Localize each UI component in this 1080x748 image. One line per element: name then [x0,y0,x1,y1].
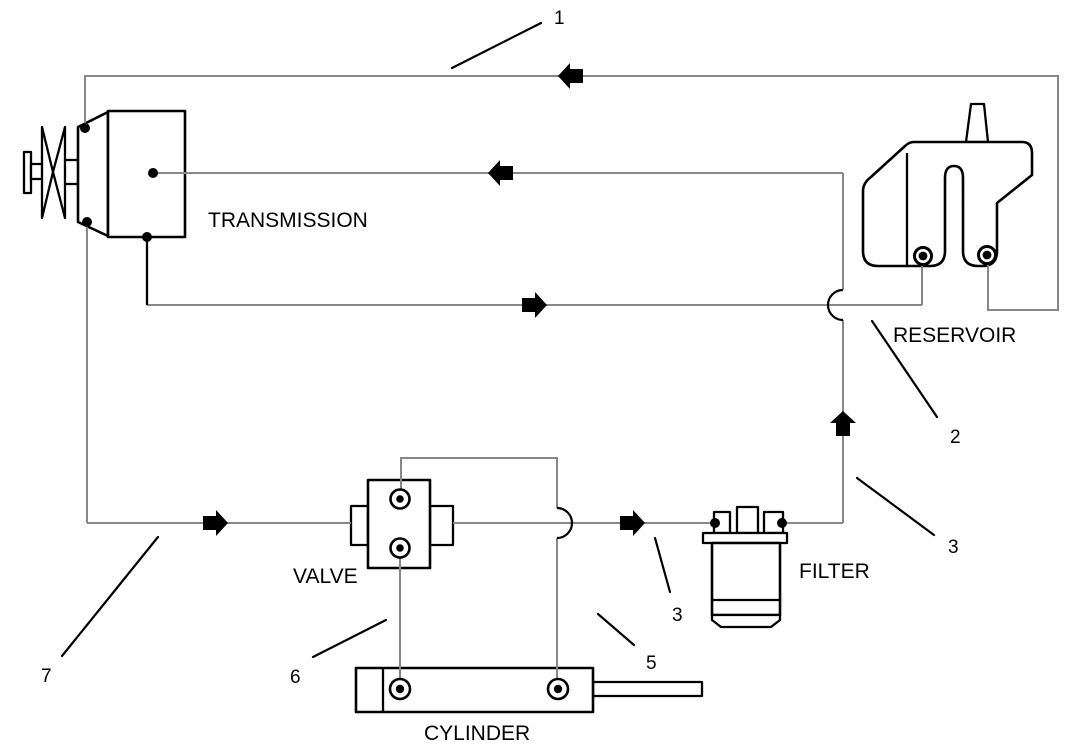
callout-number-2: 2 [950,427,961,448]
port-dot [710,518,720,528]
callout-number-5: 5 [646,653,657,674]
line-hops [556,288,844,540]
cylinder-rod [591,680,704,698]
port-dot [80,123,90,133]
filter-flange [701,531,789,545]
reservoir-label: RESERVOIR [893,324,1016,347]
pulley-sheave-left [40,125,55,220]
reservoir-filler-neck [964,102,990,144]
port-dot [777,518,787,528]
reservoir-port-dot [918,251,928,261]
cylinder-port-dot [553,684,563,694]
filter-symbol [701,505,789,629]
reservoir-symbol [861,102,1034,268]
callout-leader-3-left [653,536,672,594]
flow-arrow-right-icon [522,292,547,318]
callout-leader-2 [870,319,939,419]
callout-number-3-right: 3 [948,537,959,558]
callout-number-3-left: 3 [672,605,683,626]
flow-arrows [203,63,856,536]
flow-arrow-up-icon [830,411,856,436]
filter-label: FILTER [799,560,870,583]
callout-leader-3-right [855,476,936,537]
valve-label: VALVE [293,565,358,588]
callout-leader-7 [60,535,160,658]
callout-number-7: 7 [41,666,52,687]
valve-left-port-tab [349,504,370,547]
flow-arrow-right-icon [620,510,645,536]
port-dot [82,217,92,227]
hose-transmission-to-valve [86,222,351,524]
filter-crown-post-center [735,505,760,535]
valve-port-dot [396,544,404,552]
labels: TRANSMISSION RESERVOIR VALVE FILTER CYLI… [41,8,1016,745]
valve-port-dot [396,495,404,503]
pulley-sheave-right [51,125,67,220]
callout-leader-1 [450,21,543,70]
line-hop-arc-right [556,506,574,540]
pulley-hub-lines [65,158,78,186]
flow-arrow-left-icon [558,63,583,89]
port-dot [142,232,152,242]
filter-body [710,541,782,617]
cylinder-port-dot [395,684,405,694]
callout-leader-5 [596,612,636,647]
flow-arrow-right-icon [203,510,228,536]
reservoir-body [861,140,1034,268]
callout-number-1: 1 [554,8,565,29]
flow-arrow-left-icon [488,160,513,186]
callout-number-6: 6 [290,667,301,688]
callout-leaders [60,21,939,659]
cylinder-label: CYLINDER [424,722,530,745]
transmission-label: TRANSMISSION [208,209,368,232]
reservoir-port-dot [982,250,992,260]
hose-valve-to-cylinder-right [400,457,558,689]
line-hop-arc-left [826,288,844,322]
port-dot [148,168,158,178]
valve-right-port-tab [428,504,455,547]
callout-leader-6 [311,618,388,659]
connection-points [80,123,997,701]
filter-bottom-cap [710,613,782,629]
hose-reservoir-to-transmission-top [84,75,1059,311]
